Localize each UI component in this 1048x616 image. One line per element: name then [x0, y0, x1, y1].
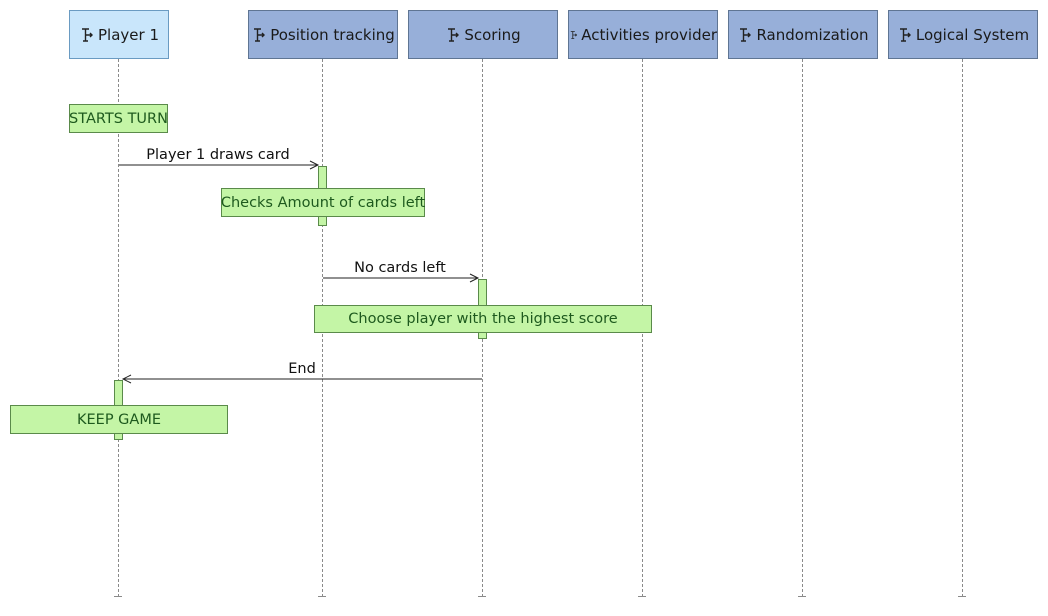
note-keep-game[interactable]: KEEP GAME [10, 405, 228, 434]
lifeline-end-marker [638, 596, 646, 597]
lifeline-header-position-tracking[interactable]: Position tracking [248, 10, 398, 59]
component-icon [82, 27, 93, 42]
component-icon [899, 27, 911, 42]
lifeline-header-activities-provider[interactable]: Activities provider [568, 10, 718, 59]
lifeline-end-marker [478, 596, 486, 597]
component-icon [740, 27, 752, 42]
lifeline-header-randomization[interactable]: Randomization [728, 10, 878, 59]
lifeline-player-1 [118, 59, 119, 597]
lifeline-end-marker [958, 596, 966, 597]
message-label-draws-card: Player 1 draws card [146, 147, 290, 163]
component-icon [570, 30, 578, 39]
lifeline-randomization [802, 59, 803, 597]
lifeline-label: Activities provider [581, 25, 717, 44]
lifeline-end-marker [114, 596, 122, 597]
lifeline-header-player-1[interactable]: Player 1 [69, 10, 169, 59]
note-checks-cards-left[interactable]: Checks Amount of cards left [221, 188, 425, 217]
lifeline-end-marker [318, 596, 326, 597]
lifeline-label: Randomization [756, 25, 869, 44]
lifeline-header-scoring[interactable]: Scoring [408, 10, 558, 59]
arrowhead-icon [309, 160, 320, 170]
note-choose-highest-score[interactable]: Choose player with the highest score [314, 305, 652, 333]
lifeline-label: Logical System [915, 25, 1030, 44]
lifeline-logical-system [962, 59, 963, 597]
note-starts-turn[interactable]: STARTS TURN [69, 104, 168, 133]
lifeline-label: Position tracking [270, 25, 395, 44]
component-icon [254, 27, 266, 42]
arrowhead-icon [469, 273, 480, 283]
lifeline-header-logical-system[interactable]: Logical System [888, 10, 1038, 59]
lifeline-label: Player 1 [98, 25, 159, 44]
lifeline-label: Scoring [464, 25, 521, 44]
message-label-end: End [288, 361, 316, 377]
message-label-no-cards-left: No cards left [354, 260, 446, 276]
component-icon [448, 27, 460, 42]
lifeline-end-marker [798, 596, 806, 597]
arrowhead-icon [121, 374, 132, 384]
